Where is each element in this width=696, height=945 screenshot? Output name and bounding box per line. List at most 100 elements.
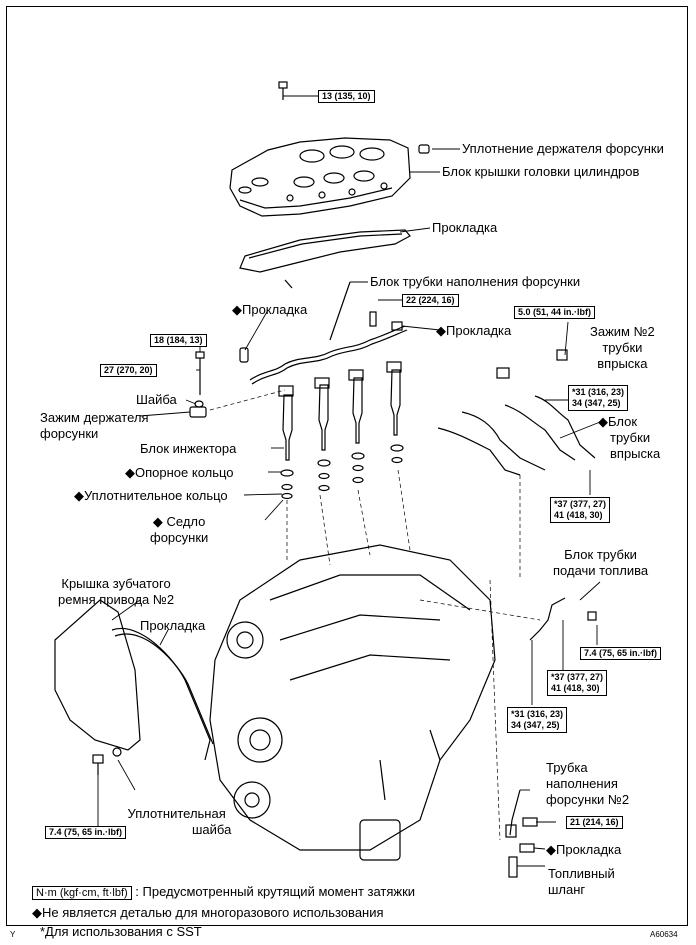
injection-pipe-line2: трубки	[610, 430, 651, 445]
torque-31b-line2: 34 (347, 25)	[511, 720, 560, 730]
label-fuel-hose: Топливный шланг	[548, 866, 615, 898]
label-gasket-left: ◆Прокладка	[232, 302, 307, 318]
torque-37b-line1: *37 (377, 27)	[551, 672, 604, 682]
clamp2-line3: впрыска	[597, 356, 648, 371]
diamond-symbol: ◆	[74, 488, 84, 503]
o-ring-text: Уплотнительное кольцо	[84, 488, 228, 503]
figure-code: A60634	[650, 930, 678, 939]
head-cover-bolt	[278, 81, 288, 100]
head-cover-gasket	[239, 229, 411, 289]
injection-pipe-line1-text: Блок	[608, 414, 638, 429]
fill-pipe2-line1: Трубка	[546, 760, 588, 775]
timing-cover-line2: ремня привода №2	[58, 592, 175, 607]
seat-line1-text: Седло	[166, 514, 206, 529]
injector-fill-pipe	[239, 281, 408, 385]
clamp2-line2: трубки	[602, 340, 643, 355]
clamp2-line1: Зажим №2	[590, 324, 655, 339]
label-clamp2: Зажим №2 трубки впрыска	[590, 324, 655, 372]
label-o-ring: ◆Уплотнительное кольцо	[74, 488, 228, 504]
label-gasket-right: ◆Прокладка	[436, 323, 511, 339]
fill-pipe-2	[505, 789, 538, 878]
gasket-bottom-text: Прокладка	[556, 842, 622, 857]
seat-line2: форсунки	[150, 530, 209, 545]
torque-bolt-18: 18 (184, 13)	[150, 334, 207, 347]
torque-head-cover-bolt: 13 (135, 10)	[318, 90, 375, 103]
torque-fill-pipe: 22 (224, 16)	[402, 294, 459, 307]
fuel-supply-line1: Блок трубки	[564, 547, 637, 562]
fuel-supply-line2: подачи топлива	[553, 563, 649, 578]
engine-block	[209, 544, 496, 861]
injectors	[278, 361, 404, 500]
label-fuel-supply: Блок трубки подачи топлива	[553, 547, 648, 579]
fuel-supply-pipe	[529, 597, 597, 641]
injector-holder-seal-part	[418, 144, 430, 154]
label-injector-holder-seal: Уплотнение держателя форсунки	[462, 141, 664, 156]
seal-washer-line1: Уплотнительная	[127, 806, 226, 821]
label-injection-pipe: ◆Блок трубки впрыска	[598, 414, 660, 462]
legend-nonreusable: ◆Не является деталью для многоразового и…	[32, 905, 384, 921]
label-gasket-top: Прокладка	[432, 220, 498, 235]
legend-nonreusable-text: Не является деталью для многоразового ис…	[42, 905, 384, 920]
timing-cover-bolt	[92, 747, 122, 775]
diamond-symbol: ◆	[232, 302, 242, 317]
diamond-symbol: ◆	[546, 842, 556, 857]
torque-37a-line1: *37 (377, 27)	[554, 499, 607, 509]
torque-31a-line2: 34 (347, 25)	[572, 398, 621, 408]
support-ring-text: Опорное кольцо	[135, 465, 234, 480]
holder-clamp-line1: Зажим держателя	[40, 410, 149, 425]
label-seat: ◆ Седло форсунки	[150, 514, 208, 546]
label-seal-washer: Уплотнительная шайба	[122, 806, 232, 838]
legend-unit-text: : Предусмотренный крутящий момент затяжк…	[135, 884, 416, 899]
label-fill-pipe-2: Трубка наполнения форсунки №2	[546, 760, 629, 808]
label-injector-block: Блок инжектора	[140, 441, 237, 456]
gasket-right-text: Прокладка	[446, 323, 512, 338]
torque-fuel-supply-a: *31 (316, 23) 34 (347, 25)	[507, 707, 568, 733]
torque-timing-cover-bolt: 7.4 (75, 65 in.·lbf)	[45, 826, 127, 839]
diamond-symbol: ◆	[152, 514, 163, 529]
fuel-hose-line2: шланг	[548, 882, 586, 897]
holder-clamp-line2: форсунки	[40, 426, 99, 441]
label-support-ring: ◆Опорное кольцо	[125, 465, 234, 481]
injection-pipe-line1: ◆Блок	[598, 414, 660, 430]
diagram-border	[6, 6, 688, 926]
torque-bolt-27: 27 (270, 20)	[100, 364, 157, 377]
injection-pipe-line3: впрыска	[610, 446, 661, 461]
timing-belt-cover	[54, 599, 214, 761]
torque-fuel-supply-bolt: 7.4 (75, 65 in.·lbf)	[580, 647, 662, 660]
label-fill-pipe-block: Блок трубки наполнения форсунки	[370, 274, 581, 289]
injection-pipes	[437, 349, 596, 476]
label-gasket-timing: Прокладка	[140, 618, 206, 633]
seal-washer-line2: шайба	[192, 822, 232, 837]
legend-torque: N·m (kgf·cm, ft·lbf) : Предусмотренный к…	[32, 884, 415, 901]
cylinder-head-cover	[229, 137, 411, 217]
diamond-symbol: ◆	[32, 905, 42, 920]
dashed-lines	[209, 389, 541, 841]
torque-injection-pipe-b: *37 (377, 27) 41 (418, 30)	[550, 497, 611, 523]
label-gasket-bottom: ◆Прокладка	[546, 842, 621, 858]
label-head-cover-block: Блок крышки головки цилиндров	[442, 164, 640, 179]
torque-37a-line2: 41 (418, 30)	[554, 510, 603, 520]
legend-sst: *Для использования с SST	[40, 924, 202, 939]
legend-unit-box: N·m (kgf·cm, ft·lbf)	[32, 886, 132, 900]
fill-pipe2-line2: наполнения	[546, 776, 618, 791]
torque-31a-line1: *31 (316, 23)	[572, 387, 625, 397]
fuel-hose-line1: Топливный	[548, 866, 615, 881]
torque-injection-pipe-a: *31 (316, 23) 34 (347, 25)	[568, 385, 629, 411]
label-timing-cover: Крышка зубчатого ремня привода №2	[58, 576, 174, 608]
diamond-symbol: ◆	[125, 465, 135, 480]
leader-lines	[97, 95, 601, 867]
corner-letter: Y	[10, 930, 16, 939]
gasket-left-text: Прокладка	[242, 302, 308, 317]
label-washer: Шайба	[136, 392, 177, 407]
label-holder-clamp: Зажим держателя форсунки	[40, 410, 149, 442]
torque-31b-line1: *31 (316, 23)	[511, 709, 564, 719]
torque-fill-pipe-2: 21 (214, 16)	[566, 816, 623, 829]
timing-cover-line1: Крышка зубчатого	[61, 576, 171, 591]
fill-pipe2-line3: форсунки №2	[546, 792, 630, 807]
torque-37b-line2: 41 (418, 30)	[551, 683, 600, 693]
bolts-left	[189, 351, 207, 418]
diamond-symbol: ◆	[436, 323, 446, 338]
seat-line1: ◆ Седло	[150, 514, 208, 530]
torque-fuel-supply-b: *37 (377, 27) 41 (418, 30)	[547, 670, 608, 696]
